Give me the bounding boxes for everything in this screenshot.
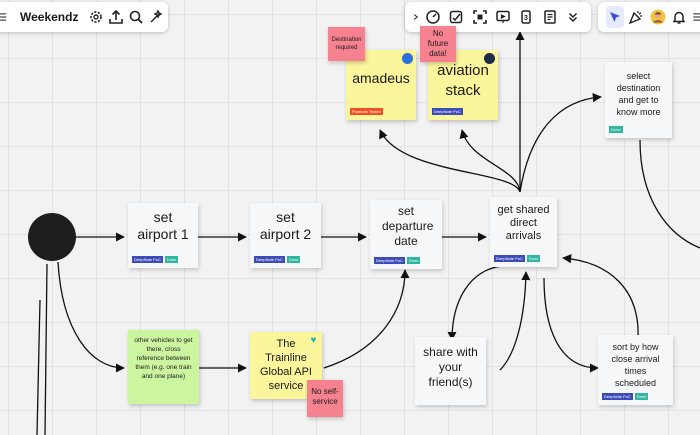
connector <box>543 277 599 373</box>
chevron-right-icon[interactable] <box>411 6 421 28</box>
card-tags: DeepNote PoC Done <box>602 393 649 400</box>
note-text: No future data! <box>427 29 449 58</box>
sticky-label: The Trainline Global API service <box>260 338 312 392</box>
card-number-icon[interactable]: 3 <box>517 6 536 28</box>
card-tags: Done <box>609 126 623 133</box>
notes-icon[interactable] <box>540 6 559 28</box>
tag-done: Done <box>526 255 541 262</box>
avatar[interactable] <box>649 6 667 28</box>
tag-postman-tested: Postman Tested <box>350 108 383 115</box>
heart-icon: ♥ <box>310 335 317 346</box>
sticky-label: amadeus <box>352 70 410 86</box>
card-label: select destination and get to know more <box>616 71 661 117</box>
board-toolbar: Weekendz <box>0 2 168 32</box>
upload-icon[interactable] <box>108 6 124 28</box>
tag-deepnote: DeepNote PoC <box>494 255 525 262</box>
note-destination-required[interactable]: Destination required <box>328 27 365 61</box>
card-set-airport-2[interactable]: set airport 2 DeepNote PoC Done <box>250 203 321 268</box>
connector <box>562 254 639 339</box>
integration-icon <box>402 53 413 64</box>
card-share-with-friends[interactable]: share with your friend(s) <box>415 337 486 405</box>
card-tags: DeepNote PoC Done <box>132 256 179 263</box>
notifications-icon[interactable] <box>671 6 689 28</box>
connector <box>499 271 531 371</box>
card-label: sort by how close arrival times schedule… <box>611 342 660 388</box>
card-label: set airport 2 <box>259 209 312 242</box>
settings-icon[interactable] <box>88 6 104 28</box>
menu-icon[interactable] <box>0 6 10 28</box>
card-label: set departure date <box>382 204 434 248</box>
card-set-departure-date[interactable]: set departure date DeepNote PoC Done <box>370 200 442 269</box>
collab-toolbar <box>598 2 700 32</box>
start-node <box>28 213 76 261</box>
card-tags: DeepNote PoC Done <box>254 256 301 263</box>
frame-focus-icon[interactable] <box>470 6 489 28</box>
present-icon[interactable] <box>493 6 512 28</box>
card-label: set airport 1 <box>137 209 189 242</box>
tag-done: Done <box>609 126 623 133</box>
connector <box>447 265 503 341</box>
magic-icon[interactable] <box>148 6 164 28</box>
more-icon[interactable] <box>564 6 583 28</box>
cursor-icon[interactable] <box>606 6 624 28</box>
tag-deepnote: DeepNote PoC <box>602 393 633 400</box>
card-label: share with your friend(s) <box>423 345 478 389</box>
board-name[interactable]: Weekendz <box>20 10 79 24</box>
sticky-other-vehicles[interactable]: other vehicles to get there, cross refer… <box>128 330 199 404</box>
tag-deepnote: DeepNote PoC <box>132 256 163 263</box>
svg-text:3: 3 <box>524 15 528 22</box>
card-select-destination[interactable]: select destination and get to know more … <box>605 62 672 138</box>
card-tags: Postman Tested <box>350 108 383 115</box>
card-tags: DeepNote PoC Done <box>494 255 541 262</box>
card-label: get shared direct arrivals <box>497 204 550 242</box>
tag-deepnote: DeepNote PoC <box>254 256 285 263</box>
search-icon[interactable] <box>128 6 144 28</box>
card-tags: DeepNote PoC <box>432 108 463 115</box>
card-sort-arrival-times[interactable]: sort by how close arrival times schedule… <box>598 335 673 405</box>
note-no-future-data[interactable]: No future data! <box>420 26 456 62</box>
connector <box>44 263 48 435</box>
connector <box>379 129 521 193</box>
connector <box>519 93 602 193</box>
note-text: Destination required <box>331 37 362 51</box>
timer-icon[interactable] <box>423 6 442 28</box>
connector <box>323 269 410 369</box>
connector <box>639 139 700 249</box>
tag-deepnote: DeepNote PoC <box>432 108 463 115</box>
sticky-amadeus[interactable]: amadeus Postman Tested <box>346 50 416 120</box>
card-set-airport-1[interactable]: set airport 1 DeepNote PoC Done <box>128 203 198 268</box>
tag-done: Done <box>634 393 649 400</box>
note-no-self-service[interactable]: No self-service <box>307 380 343 417</box>
card-tags: DeepNote PoC Done <box>374 257 421 264</box>
tag-deepnote: DeepNote PoC <box>374 257 405 264</box>
integration-icon <box>484 53 495 64</box>
menu-icon[interactable] <box>692 6 700 28</box>
tag-done: Done <box>406 257 421 264</box>
connector <box>459 129 521 193</box>
note-text: No self-service <box>311 387 339 406</box>
tag-done: Done <box>164 256 179 263</box>
connector <box>57 261 125 373</box>
vote-icon[interactable] <box>446 6 465 28</box>
tag-done: Done <box>286 256 301 263</box>
connector <box>36 299 41 435</box>
celebrate-icon[interactable] <box>628 6 646 28</box>
sticky-label: other vehicles to get there, cross refer… <box>134 337 193 380</box>
card-get-shared-arrivals[interactable]: get shared direct arrivals DeepNote PoC … <box>490 197 557 267</box>
sticky-label: aviation stack <box>437 62 489 99</box>
